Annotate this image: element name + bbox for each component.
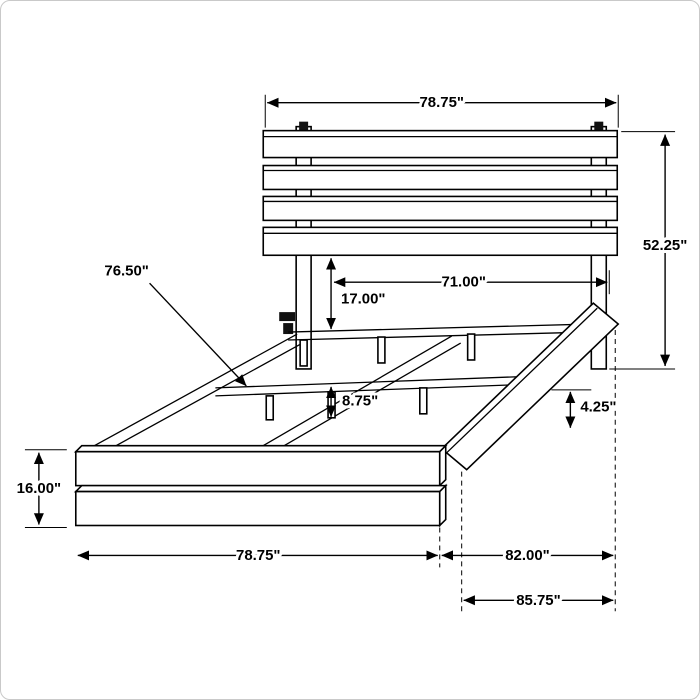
dim-label-slat-length: 76.50" [104, 263, 148, 280]
headboard-slat-2 [262, 164, 619, 191]
dim-inner-width: 71.00" [333, 270, 610, 295]
slat-support-leg [265, 395, 275, 421]
dim-label-headboard-width: 78.75" [420, 94, 464, 111]
dim-label-inner-width: 71.00" [441, 274, 485, 291]
side-rail-board [440, 302, 620, 471]
slat-support-leg [377, 336, 386, 364]
footboard-slat-1 [74, 450, 441, 487]
dim-label-rail-thickness: 4.25" [580, 398, 616, 415]
dim-label-frame-length: 82.00" [505, 547, 549, 564]
dim-headboard-width: 78.75" [264, 91, 619, 128]
dim-overall-length: 85.75" [463, 589, 614, 612]
slat-support-leg [419, 387, 428, 415]
dim-footboard-height: 16.00" [14, 449, 67, 528]
leg-top-detail-right [594, 121, 604, 131]
headboard-slat-1 [262, 129, 619, 159]
dim-label-overall-height: 52.25" [643, 237, 687, 254]
projection-lines [439, 330, 616, 612]
dim-label-overall-length: 85.75" [516, 592, 560, 609]
dim-label-headboard-clearance: 17.00" [341, 291, 385, 308]
dim-label-support-height: 8.75" [342, 392, 378, 409]
footboard-slat-1-end [438, 443, 447, 488]
left-rail-outer [90, 333, 298, 449]
cross-slat-2-top [215, 375, 540, 389]
dim-frame-length: 82.00" [441, 544, 614, 567]
center-rail-inner [264, 342, 462, 458]
bolt-detail [283, 323, 294, 335]
dim-overall-height: 52.25" [609, 131, 690, 370]
headboard [262, 121, 619, 370]
dim-rail-thickness: 4.25" [551, 389, 619, 429]
dim-slat-length: 76.50" [101, 260, 247, 387]
dim-footboard-width: 78.75" [77, 544, 439, 567]
headboard-slat-3 [262, 195, 619, 222]
side-rail [440, 302, 620, 471]
bed-drawing [73, 121, 620, 528]
leg-top-detail-left [299, 121, 309, 131]
dim-label-footboard-height: 16.00" [17, 480, 61, 497]
footboard-slat-2-top [73, 484, 448, 493]
headboard-slat-4 [262, 226, 619, 257]
dim-support-height: 8.75" [326, 386, 381, 418]
footboard-slat-1-top [73, 444, 448, 453]
leader-arrow [149, 282, 247, 387]
center-rail-outer [255, 335, 453, 451]
left-rail-inner [99, 340, 307, 456]
slat-support-leg [299, 339, 308, 367]
bracket-detail [279, 312, 296, 322]
side-rail-edge [445, 307, 598, 455]
dim-headboard-clearance: 17.00" [326, 257, 388, 330]
footboard [73, 443, 448, 528]
dim-label-footboard-width: 78.75" [236, 547, 280, 564]
cross-slat-1-top [288, 323, 590, 333]
dimension-annotations: 78.75" 52.25" 71.00" 17.00" 76.50" 8.75" [14, 91, 691, 612]
cross-slat-1-bottom [288, 331, 590, 341]
cross-slat-2-bottom [215, 383, 540, 397]
slat-support-leg [466, 333, 476, 361]
footboard-slat-2 [74, 490, 441, 527]
footboard-slat-2-end [438, 483, 447, 528]
